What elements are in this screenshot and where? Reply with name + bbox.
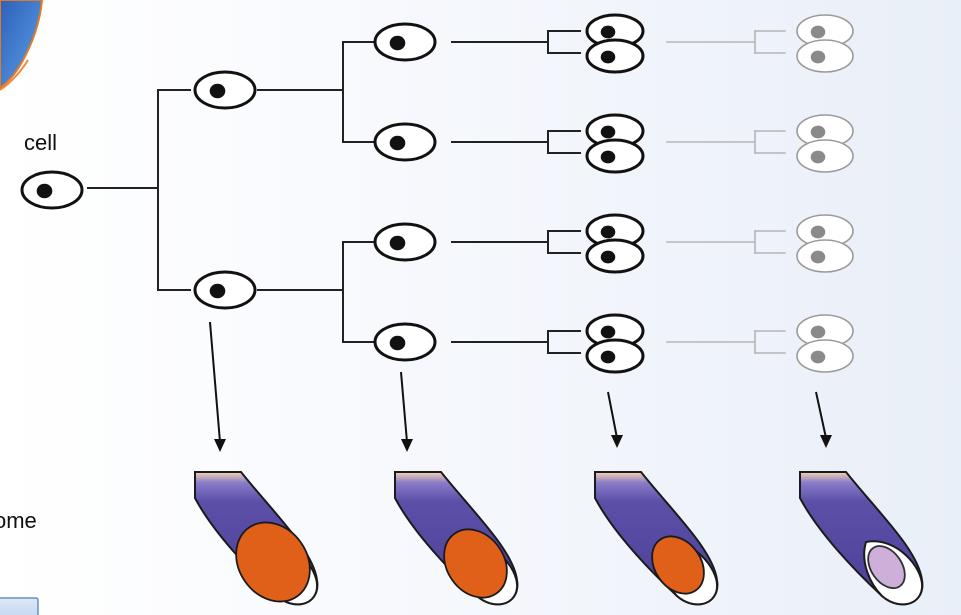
telomere-cap [651,535,705,595]
cell [373,22,437,62]
nucleus [600,225,616,239]
faded-nucleus [810,150,826,164]
nucleus [36,183,53,199]
corner-decoration [0,0,44,91]
nucleus [600,250,616,264]
faded-cell [796,39,854,73]
cell [585,138,645,174]
cell [585,238,645,274]
faded-nucleus [810,350,826,364]
nucleus [600,50,616,64]
nucleus [600,150,616,164]
cells [20,13,854,374]
telomere-cap [867,545,906,590]
nucleus [389,335,406,351]
arrow [607,391,623,448]
arrow [209,321,226,452]
chromosome [799,471,924,606]
cell [373,122,437,162]
chromosome [194,471,319,606]
arrow-shaft [400,371,408,443]
faded-nucleus [810,50,826,64]
nucleus [389,235,406,251]
faded-cell [796,339,854,373]
chromosome [594,471,719,606]
faded-cell [796,14,854,48]
cell [20,170,84,210]
telomere-cap [235,521,311,603]
cell-label: cell [24,130,58,155]
cell [585,38,645,74]
faded-nucleus [810,125,826,139]
faded-nucleus [810,25,826,39]
arrow-head [611,435,623,448]
cell [585,113,645,149]
telomere-cap [443,528,508,599]
telomere-arrows [209,321,832,452]
faded-cell [796,139,854,173]
faded-nucleus [810,325,826,339]
faded-cell [796,239,854,273]
cell [373,222,437,262]
arrow-shaft [815,391,827,439]
panel-fragment [0,597,39,615]
arrow-head [820,435,832,448]
arrow-shaft [607,391,618,439]
arrow-shaft [209,321,221,443]
faded-nucleus [810,225,826,239]
nucleus [389,35,406,51]
nucleus [600,25,616,39]
arrow [400,371,413,452]
cell [193,70,257,110]
arrow-head [401,439,413,452]
cell [585,13,645,49]
cell [373,322,437,362]
chromosome [394,471,519,606]
chromosomes [194,471,924,606]
lineage-lines [87,30,786,354]
arrow-head [214,439,226,452]
nucleus [389,135,406,151]
faded-nucleus [810,250,826,264]
nucleus [600,325,616,339]
arrow [815,391,832,448]
faded-cell [796,214,854,248]
cell [193,270,257,310]
telomere-label: ome [0,508,37,533]
nucleus [600,350,616,364]
nucleus [209,283,226,299]
cell [585,338,645,374]
nucleus [600,125,616,139]
nucleus [209,83,226,99]
